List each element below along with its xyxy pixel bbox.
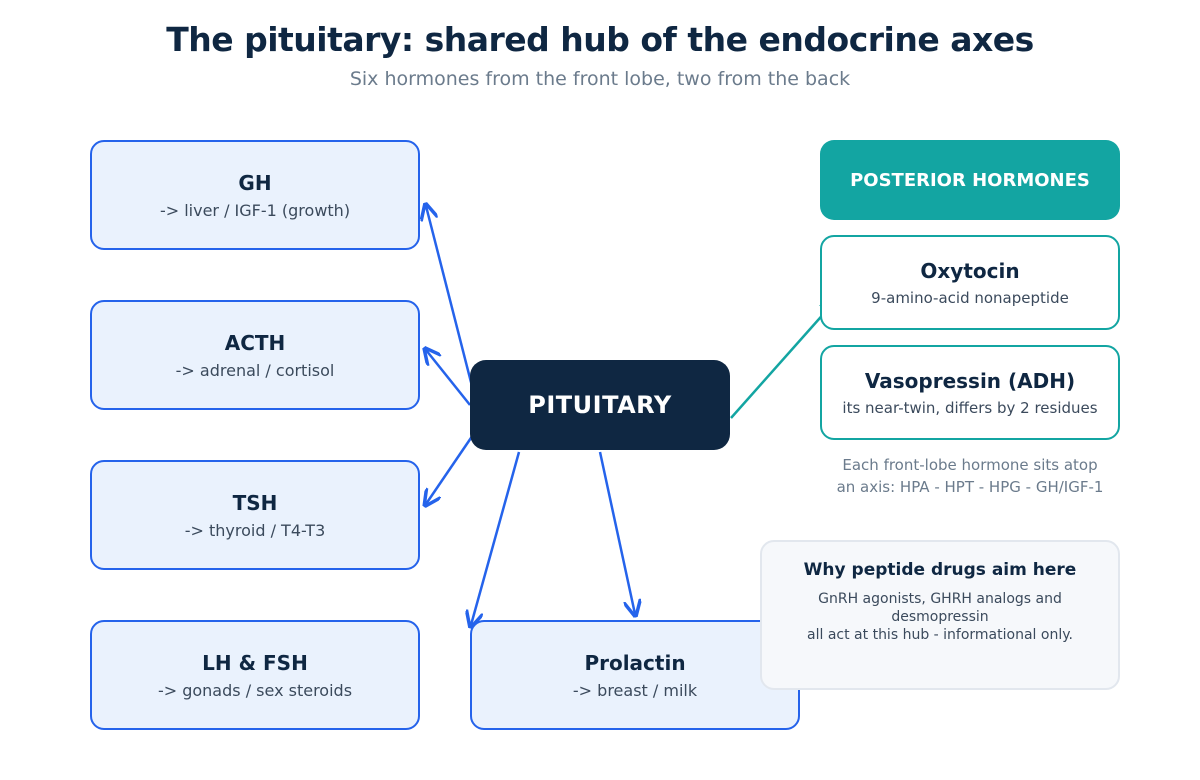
diagram-title: The pituitary: shared hub of the endocri… <box>166 20 1034 59</box>
info-note: Why peptide drugs aim here GnRH agonists… <box>760 540 1120 690</box>
node-prolactin-target: -> breast / milk <box>572 680 698 700</box>
arrow-to-prolactin <box>598 451 635 614</box>
arrow-to-tsh <box>426 431 477 504</box>
node-oxytocin-name: Oxytocin <box>920 258 1020 283</box>
axis-caption: Each front-lobe hormone sits atop an axi… <box>820 454 1120 498</box>
info-note-line-2: all act at this hub - informational only… <box>807 627 1073 643</box>
node-acth-target: -> adrenal / cortisol <box>175 360 335 380</box>
node-tsh: TSH -> thyroid / T4-T3 <box>90 460 420 570</box>
arrow-to-gh <box>426 206 476 395</box>
node-prolactin-name: Prolactin <box>584 650 686 675</box>
hub-label: PITUITARY <box>528 391 672 419</box>
node-lh-fsh-target: -> gonads / sex steroids <box>157 680 353 700</box>
node-prolactin: Prolactin -> breast / milk <box>470 620 800 730</box>
posterior-header-label: POSTERIOR HORMONES <box>850 169 1090 191</box>
node-lh-fsh: LH & FSH -> gonads / sex steroids <box>90 620 420 730</box>
arrow-to-lh-fsh <box>471 451 521 625</box>
posterior-header: POSTERIOR HORMONES <box>820 140 1120 220</box>
info-note-line-1: GnRH agonists, GHRH analogs and desmopre… <box>818 591 1062 625</box>
node-vasopressin: Vasopressin (ADH) its near-twin, differs… <box>820 345 1120 440</box>
node-oxytocin-desc: 9-amino-acid nonapeptide <box>871 288 1069 307</box>
node-gh: GH -> liver / IGF-1 (growth) <box>90 140 420 250</box>
info-note-title: Why peptide drugs aim here <box>803 560 1077 580</box>
node-acth-name: ACTH <box>224 330 286 355</box>
node-gh-target: -> liver / IGF-1 (growth) <box>159 200 351 220</box>
node-oxytocin: Oxytocin 9-amino-acid nonapeptide <box>820 235 1120 330</box>
node-vasopressin-name: Vasopressin (ADH) <box>864 368 1076 393</box>
arrow-to-oxytocin <box>730 301 835 419</box>
node-tsh-target: -> thyroid / T4-T3 <box>184 520 326 540</box>
diagram-subtitle: Six hormones from the front lobe, two fr… <box>349 68 851 90</box>
axis-caption-line-2: an axis: HPA - HPT - HPG - GH/IGF-1 <box>836 478 1104 496</box>
arrow-to-acth <box>426 350 471 406</box>
node-tsh-name: TSH <box>232 490 278 515</box>
node-vasopressin-desc: its near-twin, differs by 2 residues <box>842 398 1098 417</box>
node-gh-name: GH <box>238 170 272 195</box>
hub-pituitary: PITUITARY <box>470 360 730 450</box>
axis-caption-line-1: Each front-lobe hormone sits atop <box>842 456 1098 474</box>
node-acth: ACTH -> adrenal / cortisol <box>90 300 420 410</box>
node-lh-fsh-name: LH & FSH <box>202 650 308 675</box>
